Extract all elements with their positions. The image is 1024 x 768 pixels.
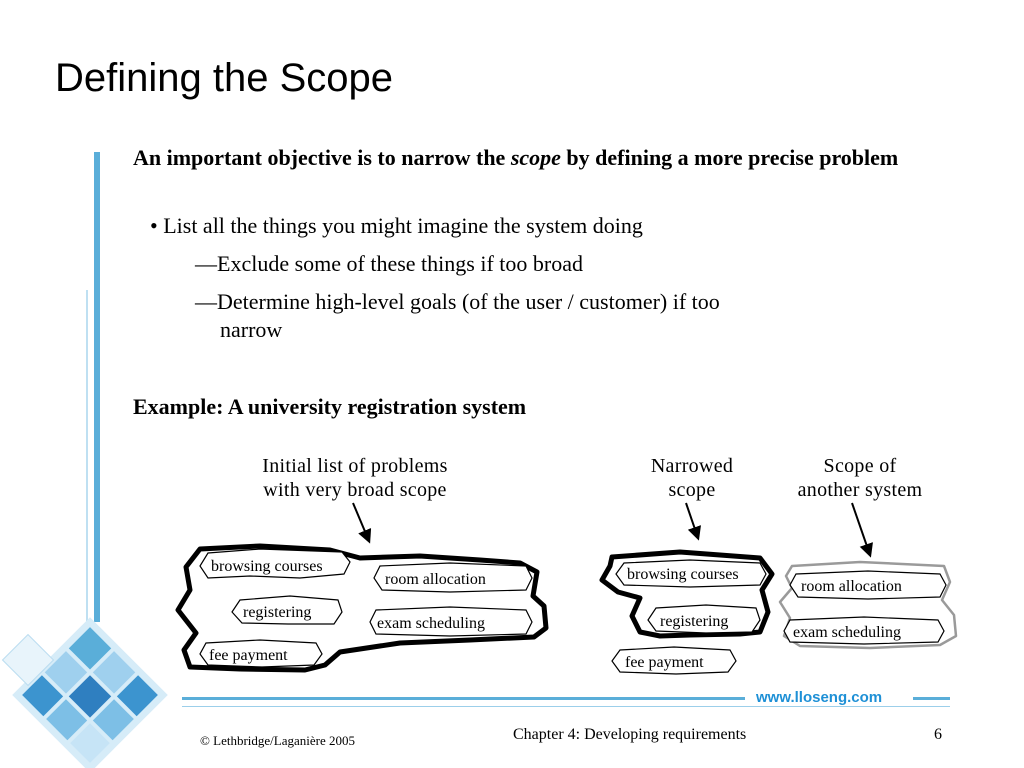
footer-chapter: Chapter 4: Developing requirements: [513, 726, 747, 743]
item-label: exam scheduling: [793, 624, 901, 641]
sub-item-determine-line1: —Determine high-level goals (of the user…: [195, 289, 720, 314]
caption-another-line1: Scope of: [823, 455, 897, 477]
arrow-another: [851, 502, 873, 558]
intro-part2: by defining a more precise problem: [560, 145, 899, 170]
caption-another-system: Scope of another system: [770, 454, 950, 502]
outline-initial-scope: [175, 543, 549, 673]
sub-item-determine: —Determine high-level goals (of the user…: [195, 288, 915, 344]
footer-rule-right: [913, 697, 950, 700]
item-browsing-courses-middle: browsing courses: [615, 559, 767, 588]
item-fee-payment-middle: fee payment: [611, 646, 737, 675]
item-label: exam scheduling: [377, 615, 485, 632]
example-heading: Example: A university registration syste…: [133, 394, 527, 419]
bullet-text: List all the things you might imagine th…: [163, 213, 643, 238]
slide-title: Defining the Scope: [55, 56, 394, 100]
footer-rule-thin: [182, 706, 950, 707]
item-label: room allocation: [385, 571, 486, 588]
outline-another-system: [778, 560, 958, 650]
footer-page-number: 6: [934, 726, 942, 743]
item-registering-middle: registering: [647, 604, 761, 634]
item-label: registering: [243, 604, 311, 621]
caption-initial-line2: with very broad scope: [263, 479, 447, 501]
sub-item-exclude: —Exclude some of these things if too bro…: [195, 251, 583, 276]
caption-narrowed-line1: Narrowed: [650, 455, 734, 477]
item-registering-left: registering: [231, 595, 343, 625]
item-label: registering: [660, 613, 728, 630]
caption-narrowed-scope: Narrowed scope: [622, 454, 762, 502]
sub-item-determine-line2: narrow: [220, 317, 283, 342]
caption-initial-line1: Initial list of problems: [262, 455, 448, 477]
corner-logo-pattern: [1, 617, 168, 768]
caption-another-line2: another system: [797, 479, 923, 501]
bullet-item: • List all the things you might imagine …: [150, 212, 643, 240]
item-label: browsing courses: [627, 566, 739, 583]
outline-narrowed-scope: [599, 549, 775, 639]
item-room-allocation-left: room allocation: [373, 562, 533, 593]
bullet-marker: •: [150, 213, 158, 238]
caption-narrowed-line2: scope: [668, 479, 716, 501]
footer-url: www.lloseng.com: [756, 689, 883, 706]
intro-part1: An important objective is to narrow the: [133, 145, 511, 170]
arrow-initial: [352, 502, 372, 544]
item-room-allocation-right: room allocation: [789, 570, 947, 600]
accent-vertical-line: [86, 290, 88, 650]
arrow-narrowed: [685, 502, 701, 541]
item-label: fee payment: [625, 654, 704, 671]
footer-rule-left: [182, 697, 745, 700]
item-browsing-courses-left: browsing courses: [199, 548, 351, 579]
item-label: room allocation: [801, 578, 902, 595]
item-label: fee payment: [209, 647, 288, 664]
item-fee-payment-left: fee payment: [199, 639, 323, 668]
intro-emphasis: scope: [510, 145, 561, 170]
footer-copyright: © Lethbridge/Laganière 2005: [200, 733, 355, 748]
caption-initial-list: Initial list of problems with very broad…: [230, 454, 480, 502]
intro-statement: An important objective is to narrow the …: [133, 143, 953, 173]
item-exam-scheduling-right: exam scheduling: [783, 616, 945, 645]
item-label: browsing courses: [211, 558, 323, 575]
accent-vertical-bar: [94, 152, 100, 622]
item-exam-scheduling-left: exam scheduling: [369, 606, 533, 637]
